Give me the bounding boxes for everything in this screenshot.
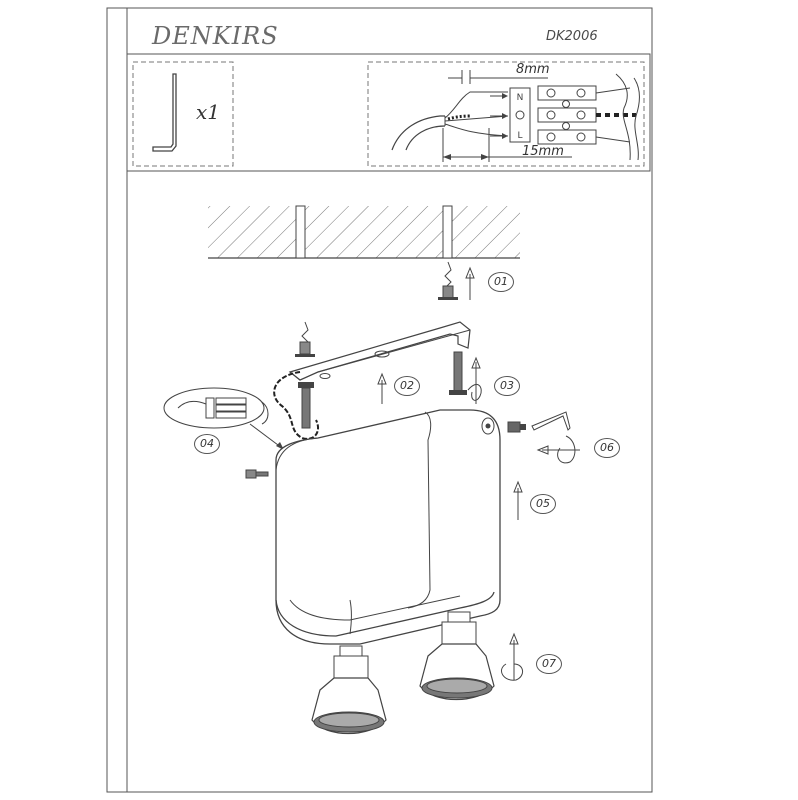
screw-icon (295, 321, 315, 357)
gu10-lamp-icon (311, 645, 387, 735)
screw-icon (298, 382, 314, 429)
svg-text:L: L (517, 131, 522, 141)
step-05-label: 05 (530, 494, 556, 514)
set-screw-icon (507, 421, 526, 433)
wiring-box (367, 61, 645, 167)
insulation-length-label: 15mm (522, 144, 564, 159)
step-01-label: 01 (488, 272, 514, 292)
hex-key-icon (531, 411, 571, 431)
page-frame (106, 7, 653, 793)
model-number: DK2006 (546, 29, 598, 44)
accessory-quantity: x1 (196, 100, 221, 124)
top-panel (126, 53, 651, 172)
hex-key-icon (152, 73, 177, 152)
ceiling (208, 206, 520, 258)
step-07-label: 07 (536, 654, 562, 674)
wall-anchor-icon (438, 261, 458, 300)
strip-length-label: 8mm (516, 62, 550, 77)
gu10-lamp-icon (419, 611, 495, 701)
step-03-label: 03 (494, 376, 520, 396)
screw-icon (449, 351, 467, 395)
terminal-n: N (517, 93, 524, 103)
step-02-label: 02 (394, 376, 420, 396)
accessory-box (132, 61, 234, 167)
step-04-label: 04 (194, 434, 220, 454)
step-06-label: 06 (594, 438, 620, 458)
luminaire-body (275, 409, 501, 645)
brand-logo: DENKIRS (152, 22, 279, 50)
screw-icon (245, 469, 269, 479)
mounting-bracket (288, 321, 471, 381)
